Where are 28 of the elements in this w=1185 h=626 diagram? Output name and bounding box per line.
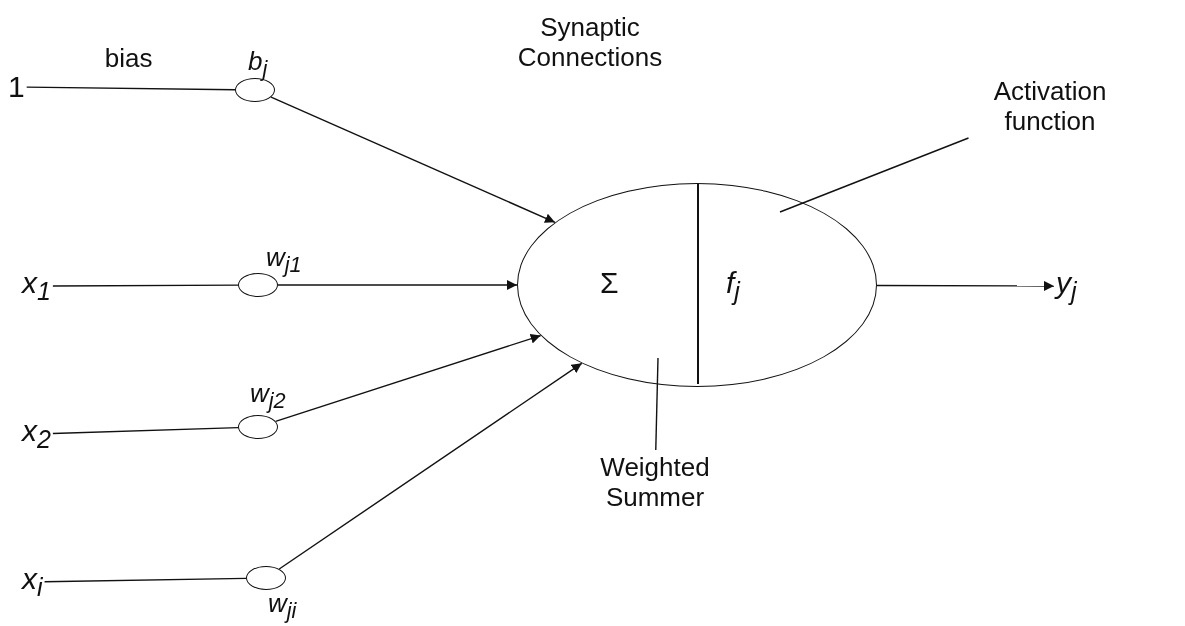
arrow <box>278 362 583 570</box>
function-symbol: f$_{j}$ <box>726 266 740 306</box>
arrow <box>274 333 542 422</box>
weight-label: w$_{ji}$ <box>268 588 297 625</box>
weight-label: w$_{j2}$ <box>250 378 286 415</box>
weight-circle <box>238 273 278 297</box>
connector-line <box>52 284 239 287</box>
variable-label: 1 <box>8 70 25 104</box>
variable-label: x$_{1}$ <box>22 266 51 306</box>
weight-label: b$_{j}$ <box>248 46 268 83</box>
connector-line <box>52 426 239 435</box>
annotation-text: Activation function <box>955 76 1145 136</box>
sum-symbol: Σ <box>600 266 619 300</box>
arrow <box>270 96 556 224</box>
weight-label: w$_{j1}$ <box>266 242 302 279</box>
variable-label: y$_{j}$ <box>1056 266 1077 306</box>
variable-label: x$_{2}$ <box>22 414 51 454</box>
leader-line <box>655 357 659 451</box>
weight-circle <box>238 415 278 439</box>
arrow <box>277 280 518 290</box>
heading-label: Synaptic Connections <box>516 12 664 72</box>
annotation-text: Weighted Summer <box>575 452 735 512</box>
connector-line <box>26 86 236 91</box>
connector-line <box>43 577 247 583</box>
leader-line <box>779 137 970 213</box>
variable-label: x$_{i}$ <box>22 562 43 602</box>
weight-circle <box>246 566 286 590</box>
arrow <box>876 280 1055 291</box>
